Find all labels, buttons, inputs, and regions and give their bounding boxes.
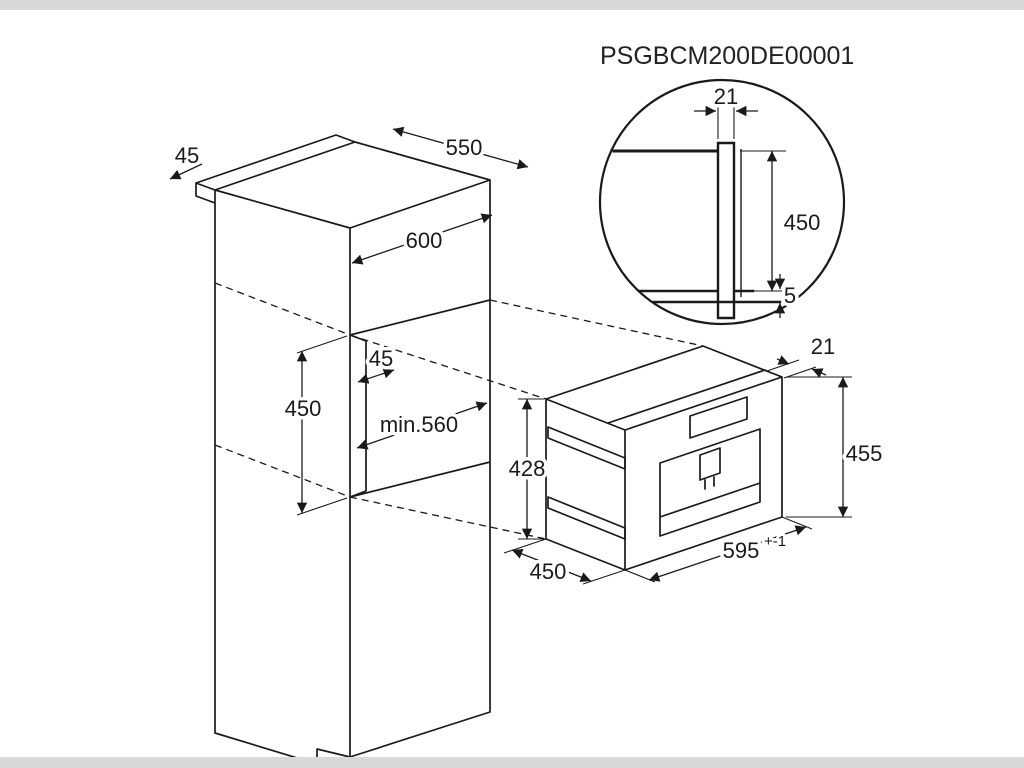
overhang-dim-label: 45: [175, 143, 199, 168]
appliance-body: [545, 345, 783, 571]
depth-dim-label: 550: [446, 135, 483, 160]
niche-width-dim-label: min.560: [380, 412, 458, 437]
cabinet-extension-lines: [296, 335, 348, 516]
letterbox-bottom: [0, 757, 1024, 768]
width-dim-arrow: [351, 213, 493, 265]
frame-depth-dim-label: 21: [811, 334, 835, 359]
detail-extension-lines: [717, 106, 786, 292]
width-dim-label: 595: [723, 538, 760, 563]
niche-recess-dim-label: 45: [369, 346, 393, 371]
niche-width-dim-arrow: [356, 401, 488, 450]
width-dim-label: 600: [406, 228, 443, 253]
detail-circle: 21 450 5: [598, 78, 846, 326]
depth-dim-arrow: [511, 548, 592, 583]
appliance-extension-lines: [503, 359, 852, 585]
width-dim-arrow: [648, 525, 807, 582]
detail-side-panel-section: [638, 141, 782, 320]
width-tolerance-label: +-1: [764, 533, 786, 550]
frame-depth-arrow-left: [776, 355, 790, 365]
detail-circle-border: [598, 78, 846, 326]
diagram-title: PSGBCM200DE00001: [600, 42, 854, 70]
letterbox-top: [0, 0, 1024, 10]
frame-depth-arrow-right: [811, 368, 827, 378]
depth-dim-label: 450: [530, 559, 567, 584]
projection-dashed-lines: [214, 282, 704, 540]
appliance-front-details: [659, 396, 761, 537]
height-dim-label: 455: [846, 441, 883, 466]
niche-recess-dim-arrow: [357, 368, 395, 384]
tall-cabinet-drawing: 45 550 600 450 45 min.560: [169, 126, 704, 765]
gap-dim-label: 5: [784, 283, 796, 308]
cabinet-outline: [195, 134, 491, 765]
panel-thickness-dim-label: 21: [714, 84, 738, 109]
appliance-drawing: 21 455 428 450 595 +-1: [503, 331, 886, 588]
overhang-dim-arrow: [169, 163, 203, 180]
detail-height-dim-label: 450: [784, 210, 821, 235]
body-height-dim-label: 428: [509, 456, 546, 481]
depth-dim-arrow: [392, 126, 529, 170]
niche-height-dim-label: 450: [285, 396, 322, 421]
appliance-side-brackets: [547, 426, 626, 540]
